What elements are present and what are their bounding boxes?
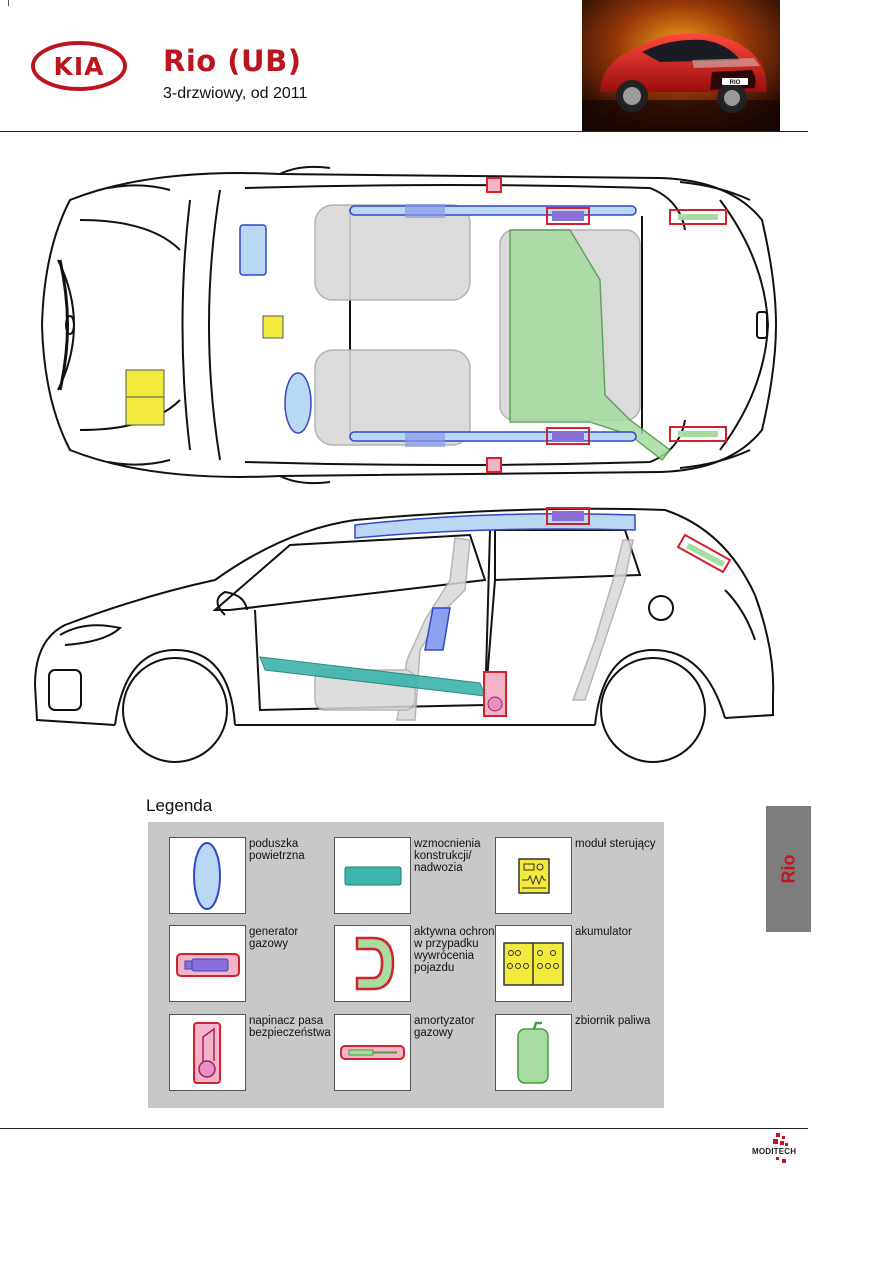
legend-label-rollover-protection: aktywna ochrona w przypadku wywrócenia p… <box>414 926 501 974</box>
gas-strut-icon <box>340 1045 405 1060</box>
legend-label-battery: akumulator <box>575 926 632 938</box>
legend-title: Legenda <box>146 796 213 815</box>
page-subtitle: 3-drzwiowy, od 2011 <box>163 85 308 102</box>
legend-label-gas-strut: amortyzator gazowy <box>414 1015 475 1039</box>
reinforcement-icon <box>344 866 402 886</box>
car-top-view-diagram <box>40 165 778 485</box>
legend-label-airbag: poduszka powietrzna <box>249 838 305 862</box>
legend-panel: poduszka powietrzna wzmocnienia konstruk… <box>148 822 664 1108</box>
gas-generator-icon <box>176 953 240 977</box>
legend-label-reinforcement: wzmocnienia konstrukcji/ nadwozia <box>414 838 481 874</box>
section-tab-label: Rio <box>778 854 798 884</box>
fuel-tank-icon-box <box>495 1014 572 1091</box>
seatbelt-pretensioner-icon-box <box>169 1014 246 1091</box>
section-tab: Rio <box>766 806 811 932</box>
reinforcement-icon-box <box>334 837 411 914</box>
legend-label-control-module: moduł sterujący <box>575 838 656 850</box>
gas-strut-icon-box <box>334 1014 411 1091</box>
moditech-logo-text: MODITECH <box>752 1147 797 1156</box>
legend-label-seatbelt-pretensioner: napinacz pasa bezpieczeństwa <box>249 1015 331 1039</box>
license-plate-text: RIO <box>730 80 741 86</box>
rollover-protection-icon-box <box>334 925 411 1002</box>
control-module-icon <box>518 858 550 894</box>
battery-icon <box>503 942 564 986</box>
moditech-logo <box>773 1133 788 1163</box>
header-divider <box>0 131 808 132</box>
footer-divider <box>0 1128 808 1129</box>
rollover-protection-icon <box>355 936 395 991</box>
battery-icon-box <box>495 925 572 1002</box>
kia-logo-text: KIA <box>53 52 104 81</box>
fuel-tank-icon <box>517 1021 549 1084</box>
airbag-icon <box>193 842 221 910</box>
seatbelt-pretensioner-icon <box>193 1022 221 1084</box>
page-corner-mark <box>8 0 9 6</box>
car-photo: RIO <box>582 0 780 132</box>
car-side-view-diagram <box>34 507 775 763</box>
control-module-icon-box <box>495 837 572 914</box>
airbag-icon-box <box>169 837 246 914</box>
legend-label-fuel-tank: zbiornik paliwa <box>575 1015 651 1027</box>
page-title: Rio (UB) <box>163 44 302 78</box>
legend-label-gas-generator: generator gazowy <box>249 926 299 950</box>
kia-logo: KIA <box>31 41 127 91</box>
gas-generator-icon-box <box>169 925 246 1002</box>
